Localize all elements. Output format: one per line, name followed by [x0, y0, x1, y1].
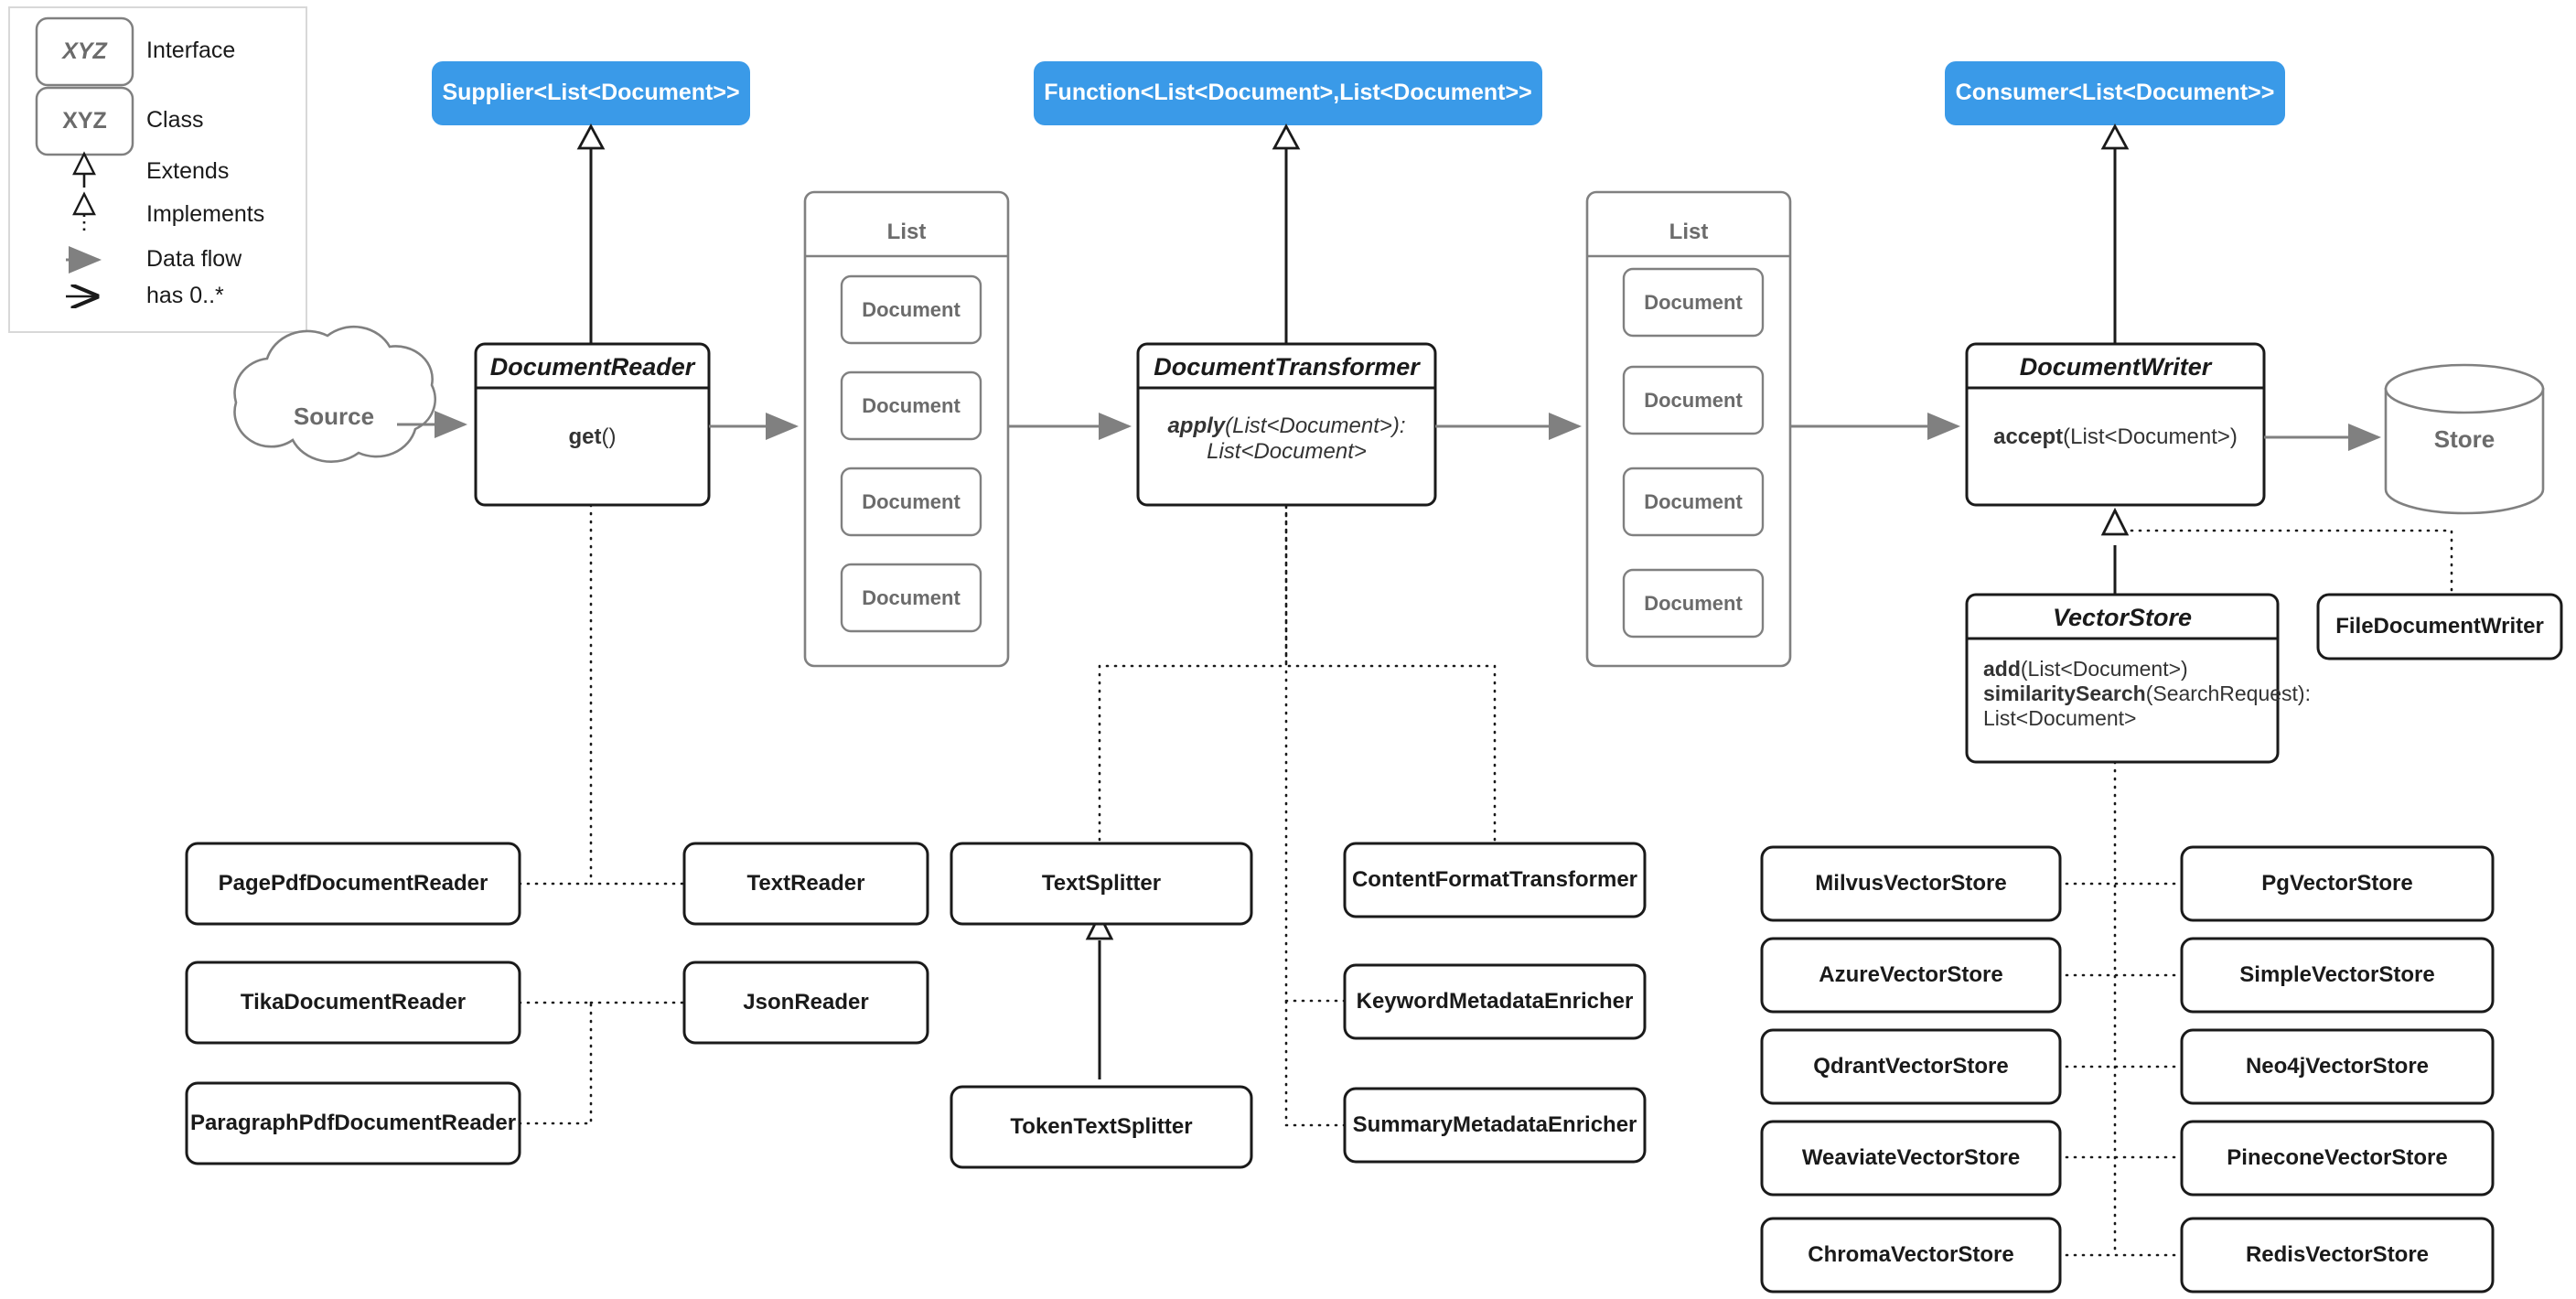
impl-box-pgvectorstore: [2180, 845, 2495, 922]
impl-box-pagepdfdocumentreader: [185, 842, 521, 926]
consumer-box: [1945, 61, 2285, 125]
impl-box-redisvectorstore: [2180, 1217, 2495, 1294]
vector-store-box: [1965, 593, 2280, 764]
document-transformer-box: [1136, 342, 1437, 507]
impl-box-simplevectorstore: [2180, 937, 2495, 1014]
document-writer-box: [1965, 342, 2266, 507]
list-left-box: [803, 190, 1010, 668]
impl-box-jsonreader: [682, 961, 929, 1045]
legend-panel: [8, 6, 307, 333]
source-cloud: [233, 325, 436, 463]
tokentextsplitter-extends-textsplitter: [1085, 911, 1114, 1079]
impl-box-tikadocumentreader: [185, 961, 521, 1045]
reader-impl-links: [518, 503, 686, 1125]
impl-box-contentformattransformer: [1343, 842, 1647, 918]
impl-box-textsplitter: [950, 842, 1253, 926]
impl-box-qdrantvectorstore: [1760, 1028, 2062, 1105]
impl-boxes: [185, 593, 2563, 1294]
supplier-box: [432, 61, 750, 125]
document-reader-box: [474, 342, 711, 507]
store-cylinder: [2384, 363, 2545, 515]
impl-box-tokentextsplitter: [950, 1085, 1253, 1169]
impl-box-milvusvectorstore: [1760, 845, 2062, 922]
impl-box-filedocumentwriter: [2316, 593, 2563, 660]
impl-box-keywordmetadataenricher: [1343, 963, 1647, 1040]
impl-box-neo4jvectorstore: [2180, 1028, 2495, 1105]
vectorstore-implements-writer: [2100, 507, 2130, 595]
impl-box-pineconevectorstore: [2180, 1120, 2495, 1197]
implements-links-top: [576, 123, 2130, 344]
impl-box-azurevectorstore: [1760, 937, 2062, 1014]
function-box: [1034, 61, 1542, 125]
impl-box-summarymetadataenricher: [1343, 1087, 1647, 1164]
impl-box-weaviatevectorstore: [1760, 1120, 2062, 1197]
impl-box-textreader: [682, 842, 929, 926]
data-flow-arrows: [397, 411, 2381, 451]
vectorstore-impl-links: [2056, 760, 2184, 1257]
transformer-impl-links: [1098, 503, 1497, 1127]
filedocumentwriter-link: [2130, 529, 2453, 596]
impl-box-paragraphpdfdocumentreader: [185, 1081, 521, 1165]
impl-box-chromavectorstore: [1760, 1217, 2062, 1294]
list-right-box: [1585, 190, 1792, 668]
